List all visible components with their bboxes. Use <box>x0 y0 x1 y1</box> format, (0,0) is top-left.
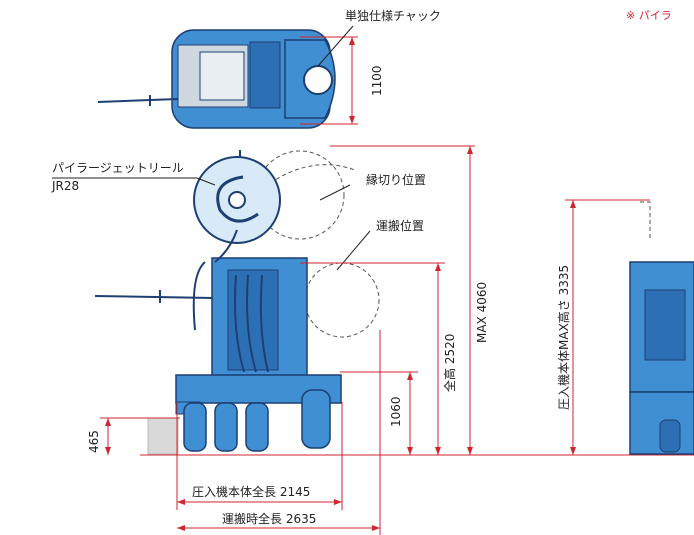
front-view-machine <box>629 201 694 455</box>
dim-top-width-value: 1100 <box>370 65 384 96</box>
dim-465 <box>100 417 180 455</box>
jet-reel <box>193 150 281 244</box>
reel-model-label: JR28 <box>52 179 80 193</box>
dim-max-height <box>330 145 475 455</box>
dim-transport-length-value: 運搬時全長 2635 <box>222 512 317 526</box>
dim-top-width <box>300 36 358 125</box>
dim-body-max-height <box>565 199 650 455</box>
dim-transport-length <box>177 330 381 535</box>
dim-body-max-height-value: 圧入機本体MAX高さ 3335 <box>557 264 571 410</box>
reel-name-label: パイラージェットリール <box>52 161 184 175</box>
chuck-label: 単独仕様チャック <box>345 9 441 23</box>
dim-465-value: 465 <box>87 430 101 453</box>
dim-total-height <box>300 262 445 455</box>
edge-cut-label: 縁切り位置 <box>366 173 427 187</box>
reel-transport-outline <box>304 262 380 338</box>
dim-1060-value: 1060 <box>389 396 403 427</box>
chuck-leader <box>317 25 354 67</box>
transport-position-label: 運搬位置 <box>376 219 425 233</box>
dim-body-length <box>176 402 343 510</box>
press-machine-body <box>94 229 342 452</box>
reel-edge-cut-outline <box>255 150 345 240</box>
note-label: ※ パイラ <box>626 9 672 22</box>
dim-total-height-value: 全高 2520 <box>443 333 457 392</box>
existing-pile <box>147 417 179 455</box>
dim-body-length-value: 圧入機本体全長 2145 <box>192 485 311 499</box>
dim-max-height-value: MAX 4060 <box>475 281 489 343</box>
dim-1060 <box>340 371 418 455</box>
top-view-machine <box>97 29 336 129</box>
